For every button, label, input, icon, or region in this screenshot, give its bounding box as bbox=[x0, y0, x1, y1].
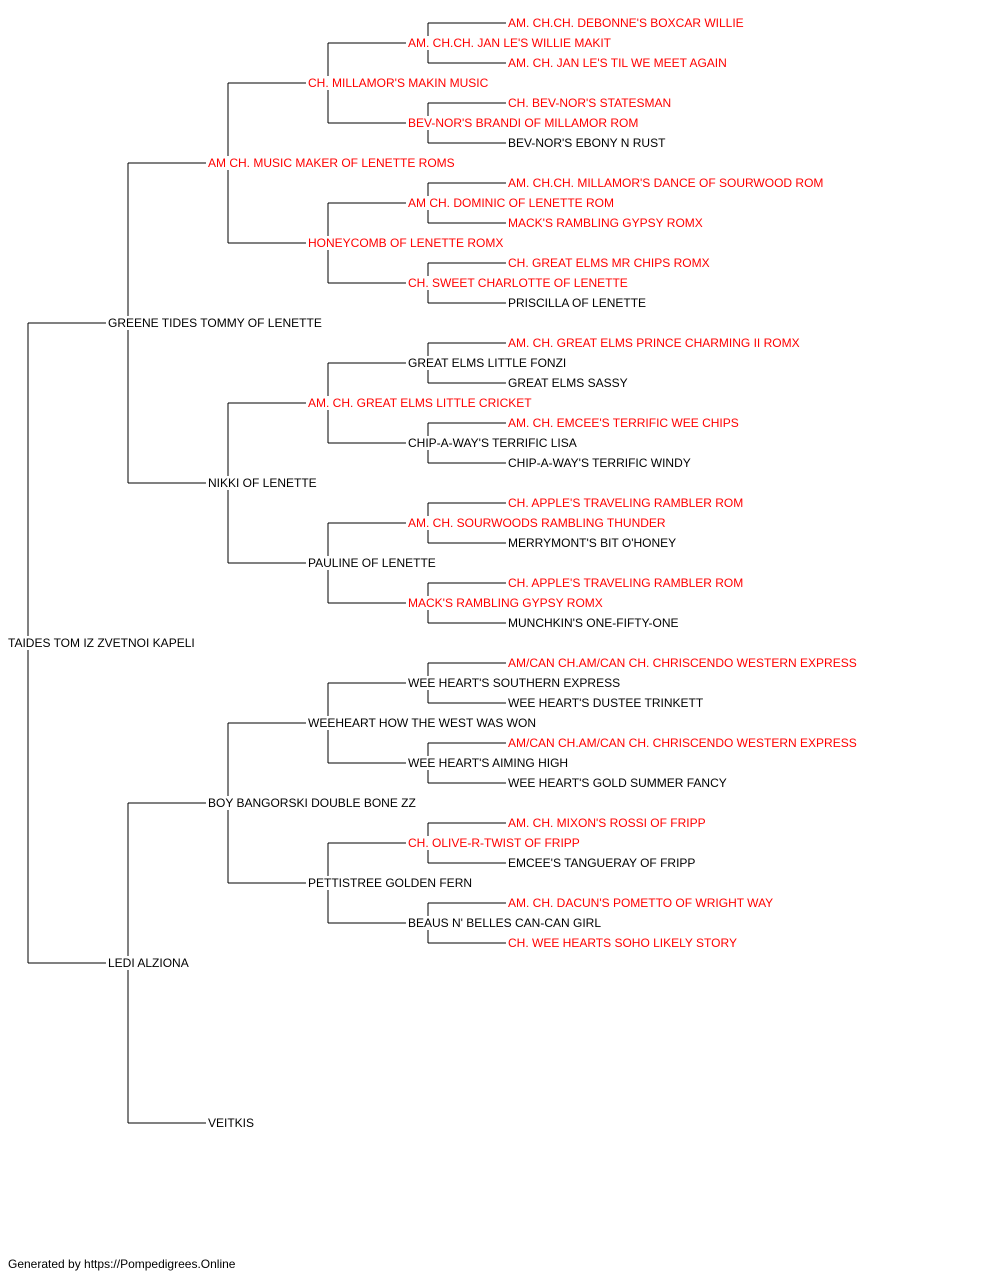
pedigree-entry-gen2: AM CH. MUSIC MAKER OF LENETTE ROMS bbox=[207, 156, 456, 170]
pedigree-entry-gen1: LEDI ALZIONA bbox=[107, 956, 190, 970]
pedigree-entry-gen4: CH. SWEET CHARLOTTE OF LENETTE bbox=[407, 276, 629, 290]
pedigree-entry-gen5: CH. APPLE'S TRAVELING RAMBLER ROM bbox=[507, 576, 745, 590]
pedigree-entry-subject: TAIDES TOM IZ ZVETNOI KAPELI bbox=[7, 636, 196, 650]
pedigree-entry-gen5: AM/CAN CH.AM/CAN CH. CHRISCENDO WESTERN … bbox=[507, 656, 858, 670]
pedigree-entry-gen5: AM. CH. GREAT ELMS PRINCE CHARMING II RO… bbox=[507, 336, 801, 350]
pedigree-entry-gen4: MACK'S RAMBLING GYPSY ROMX bbox=[407, 596, 604, 610]
pedigree-entry-gen2: NIKKI OF LENETTE bbox=[207, 476, 318, 490]
footer-credit: Generated by https://Pompedigrees.Online bbox=[8, 1257, 236, 1271]
pedigree-entry-gen4: GREAT ELMS LITTLE FONZI bbox=[407, 356, 568, 370]
pedigree-entry-gen5: AM/CAN CH.AM/CAN CH. CHRISCENDO WESTERN … bbox=[507, 736, 858, 750]
pedigree-entry-gen4: BEAUS N' BELLES CAN-CAN GIRL bbox=[407, 916, 603, 930]
pedigree-entry-gen5: WEE HEART'S DUSTEE TRINKETT bbox=[507, 696, 705, 710]
pedigree-entry-gen3: HONEYCOMB OF LENETTE ROMX bbox=[307, 236, 505, 250]
pedigree-entry-gen4: AM. CH. SOURWOODS RAMBLING THUNDER bbox=[407, 516, 667, 530]
pedigree-entry-gen5: MUNCHKIN'S ONE-FIFTY-ONE bbox=[507, 616, 680, 630]
pedigree-entry-gen5: CH. GREAT ELMS MR CHIPS ROMX bbox=[507, 256, 711, 270]
pedigree-entry-gen5: MACK'S RAMBLING GYPSY ROMX bbox=[507, 216, 704, 230]
pedigree-entry-gen5: AM. CH. DACUN'S POMETTO OF WRIGHT WAY bbox=[507, 896, 775, 910]
pedigree-entry-gen5: PRISCILLA OF LENETTE bbox=[507, 296, 648, 310]
pedigree-entry-gen2: VEITKIS bbox=[207, 1116, 256, 1130]
pedigree-entry-gen2: BOY BANGORSKI DOUBLE BONE ZZ bbox=[207, 796, 417, 810]
pedigree-entry-gen5: AM. CH. MIXON'S ROSSI OF FRIPP bbox=[507, 816, 707, 830]
pedigree-entry-gen5: BEV-NOR'S EBONY N RUST bbox=[507, 136, 667, 150]
pedigree-entry-gen5: AM. CH.CH. DEBONNE'S BOXCAR WILLIE bbox=[507, 16, 745, 30]
pedigree-entry-gen5: WEE HEART'S GOLD SUMMER FANCY bbox=[507, 776, 728, 790]
pedigree-entry-gen4: WEE HEART'S AIMING HIGH bbox=[407, 756, 570, 770]
pedigree-entry-gen5: CH. BEV-NOR'S STATESMAN bbox=[507, 96, 673, 110]
pedigree-entry-gen3: CH. MILLAMOR'S MAKIN MUSIC bbox=[307, 76, 490, 90]
pedigree-entry-gen4: AM CH. DOMINIC OF LENETTE ROM bbox=[407, 196, 616, 210]
pedigree-entry-gen4: WEE HEART'S SOUTHERN EXPRESS bbox=[407, 676, 622, 690]
pedigree-entry-gen5: EMCEE'S TANGUERAY OF FRIPP bbox=[507, 856, 697, 870]
pedigree-entry-gen4: CHIP-A-WAY'S TERRIFIC LISA bbox=[407, 436, 578, 450]
pedigree-entry-gen5: CH. WEE HEARTS SOHO LIKELY STORY bbox=[507, 936, 738, 950]
pedigree-entry-gen3: PAULINE OF LENETTE bbox=[307, 556, 437, 570]
pedigree-entry-gen5: CH. APPLE'S TRAVELING RAMBLER ROM bbox=[507, 496, 745, 510]
pedigree-entry-gen3: AM. CH. GREAT ELMS LITTLE CRICKET bbox=[307, 396, 533, 410]
pedigree-entry-gen5: MERRYMONT'S BIT O'HONEY bbox=[507, 536, 678, 550]
pedigree-entry-gen5: AM. CH.CH. MILLAMOR'S DANCE OF SOURWOOD … bbox=[507, 176, 825, 190]
pedigree-entry-gen4: BEV-NOR'S BRANDI OF MILLAMOR ROM bbox=[407, 116, 640, 130]
pedigree-entry-gen4: CH. OLIVE-R-TWIST OF FRIPP bbox=[407, 836, 581, 850]
pedigree-entry-gen3: PETTISTREE GOLDEN FERN bbox=[307, 876, 474, 890]
pedigree-entry-gen4: AM. CH.CH. JAN LE'S WILLIE MAKIT bbox=[407, 36, 612, 50]
pedigree-entry-gen5: AM. CH. JAN LE'S TIL WE MEET AGAIN bbox=[507, 56, 728, 70]
pedigree-entry-gen5: CHIP-A-WAY'S TERRIFIC WINDY bbox=[507, 456, 692, 470]
pedigree-entry-gen5: GREAT ELMS SASSY bbox=[507, 376, 629, 390]
pedigree-entry-gen1: GREENE TIDES TOMMY OF LENETTE bbox=[107, 316, 323, 330]
pedigree-entry-gen3: WEEHEART HOW THE WEST WAS WON bbox=[307, 716, 538, 730]
pedigree-entry-gen5: AM. CH. EMCEE'S TERRIFIC WEE CHIPS bbox=[507, 416, 740, 430]
